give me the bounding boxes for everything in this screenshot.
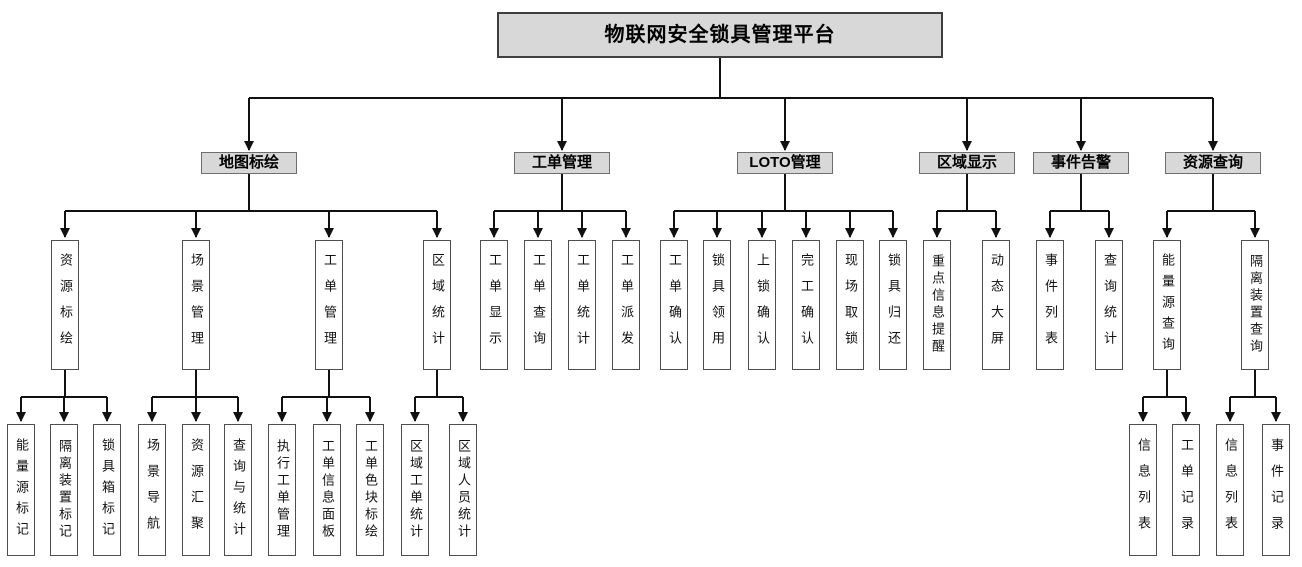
node-scene-navigation: 场景导航 [138, 424, 166, 556]
node-work-order-dispatch: 工单派发 [612, 240, 640, 370]
node-lock-return: 锁具归还 [879, 240, 907, 370]
node-lockbox-mark: 锁具箱标记 [93, 424, 121, 556]
node-info-list-isolation: 信息列表 [1216, 424, 1244, 556]
node-area-personnel-stats: 区域人员统计 [449, 424, 477, 556]
node-info-list-energy: 信息列表 [1129, 424, 1157, 556]
node-isolation-device-query: 隔离装置查询 [1241, 240, 1269, 370]
node-work-order-record: 工单记录 [1172, 424, 1200, 556]
node-area-statistics: 区域统计 [423, 240, 451, 370]
node-work-order-display: 工单显示 [480, 240, 508, 370]
node-area-display: 区域显示 [919, 152, 1015, 174]
node-work-order-confirm: 工单确认 [660, 240, 688, 370]
node-resource-plotting: 资源标绘 [51, 240, 79, 370]
node-map-work-order-mgmt: 工单管理 [315, 240, 343, 370]
node-root-platform: 物联网安全锁具管理平台 [497, 12, 943, 58]
node-query-and-stats: 查询与统计 [224, 424, 252, 556]
node-scene-management: 场景管理 [182, 240, 210, 370]
node-energy-source-mark: 能量源标记 [7, 424, 35, 556]
node-lock-collection: 锁具领用 [703, 240, 731, 370]
node-work-order-info-panel: 工单信息面板 [313, 424, 341, 556]
node-area-work-order-stats: 区域工单统计 [401, 424, 429, 556]
node-work-order-stats: 工单统计 [568, 240, 596, 370]
node-work-order-query: 工单查询 [524, 240, 552, 370]
node-isolation-device-mark: 隔离装置标记 [50, 424, 78, 556]
node-event-record: 事件记录 [1262, 424, 1290, 556]
node-resource-aggregation: 资源汇聚 [182, 424, 210, 556]
node-resource-query: 资源查询 [1165, 152, 1261, 174]
node-query-statistics: 查询统计 [1095, 240, 1123, 370]
node-key-info-reminder: 重点信息提醒 [923, 240, 951, 370]
node-execute-work-order-mgmt: 执行工单管理 [268, 424, 296, 556]
node-work-order-color-block: 工单色块标绘 [356, 424, 384, 556]
node-work-order-management: 工单管理 [514, 152, 610, 174]
node-lock-on-confirm: 上锁确认 [748, 240, 776, 370]
node-completion-confirm: 完工确认 [792, 240, 820, 370]
node-map-plotting: 地图标绘 [201, 152, 297, 174]
node-event-alert: 事件告警 [1033, 152, 1129, 174]
node-dynamic-screen: 动态大屏 [982, 240, 1010, 370]
node-onsite-lock-pickup: 现场取锁 [836, 240, 864, 370]
node-energy-source-query: 能量源查询 [1153, 240, 1181, 370]
node-loto-management: LOTO管理 [737, 152, 833, 174]
node-event-list: 事件列表 [1036, 240, 1064, 370]
